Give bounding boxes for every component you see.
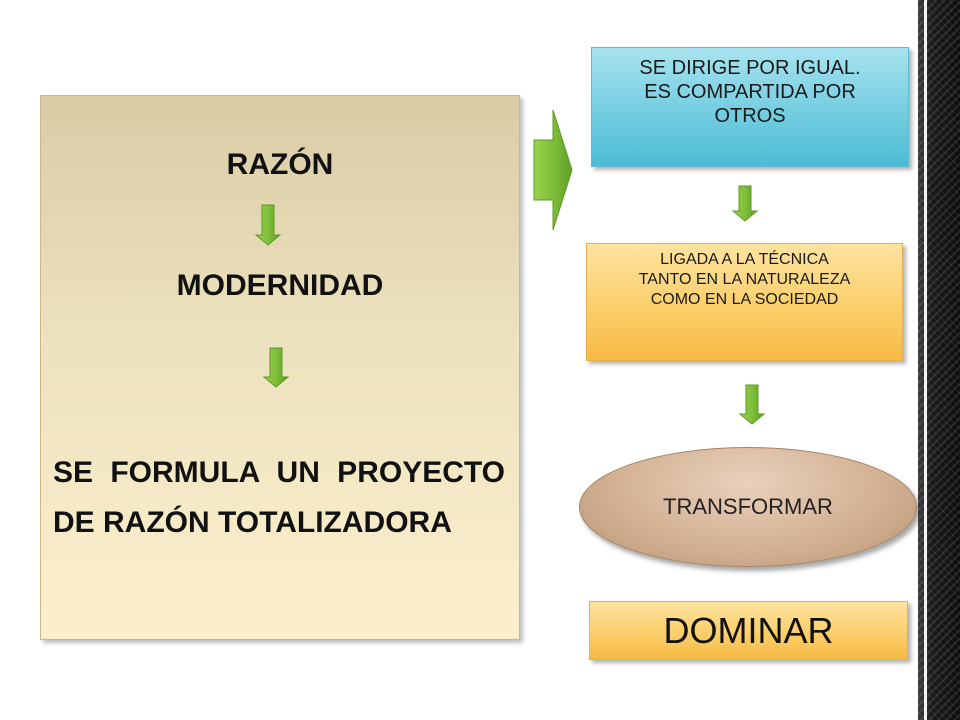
box-se-dirige-line: ES COMPARTIDA POR	[644, 81, 856, 103]
box-ligada-line: COMO EN LA SOCIEDAD	[650, 291, 839, 308]
down-arrow-icon	[731, 185, 759, 222]
oval-transformar: TRANSFORMAR	[579, 447, 917, 567]
main-paragraph: SE FORMULA UN PROYECTO DE RAZÓN TOTALIZA…	[53, 456, 505, 539]
box-se-dirige-line: SE DIRIGE POR IGUAL.	[639, 57, 861, 79]
box-ligada-tecnica: LIGADA A LA TÉCNICA TANTO EN LA NATURALE…	[586, 243, 903, 361]
decorative-edge-line	[924, 0, 927, 720]
down-arrow-icon	[738, 384, 766, 425]
box-dominar: DOMINAR	[589, 601, 908, 660]
title-razon: RAZÓN	[226, 148, 334, 181]
box-se-dirige-line: OTROS	[714, 105, 786, 127]
oval-label: TRANSFORMAR	[663, 494, 833, 519]
box-se-dirige: SE DIRIGE POR IGUAL. ES COMPARTIDA POR O…	[591, 47, 909, 167]
title-modernidad: MODERNIDAD	[176, 269, 384, 302]
box-ligada-line: LIGADA A LA TÉCNICA	[660, 251, 829, 268]
dominar-label: DOMINAR	[663, 609, 834, 651]
box-ligada-line: TANTO EN LA NATURALEZA	[638, 271, 851, 288]
chevron-right-arrow-icon	[533, 109, 573, 231]
main-concept-box: RAZÓN MODERNIDAD SE FORMULA UN PROYECTO …	[40, 95, 520, 640]
